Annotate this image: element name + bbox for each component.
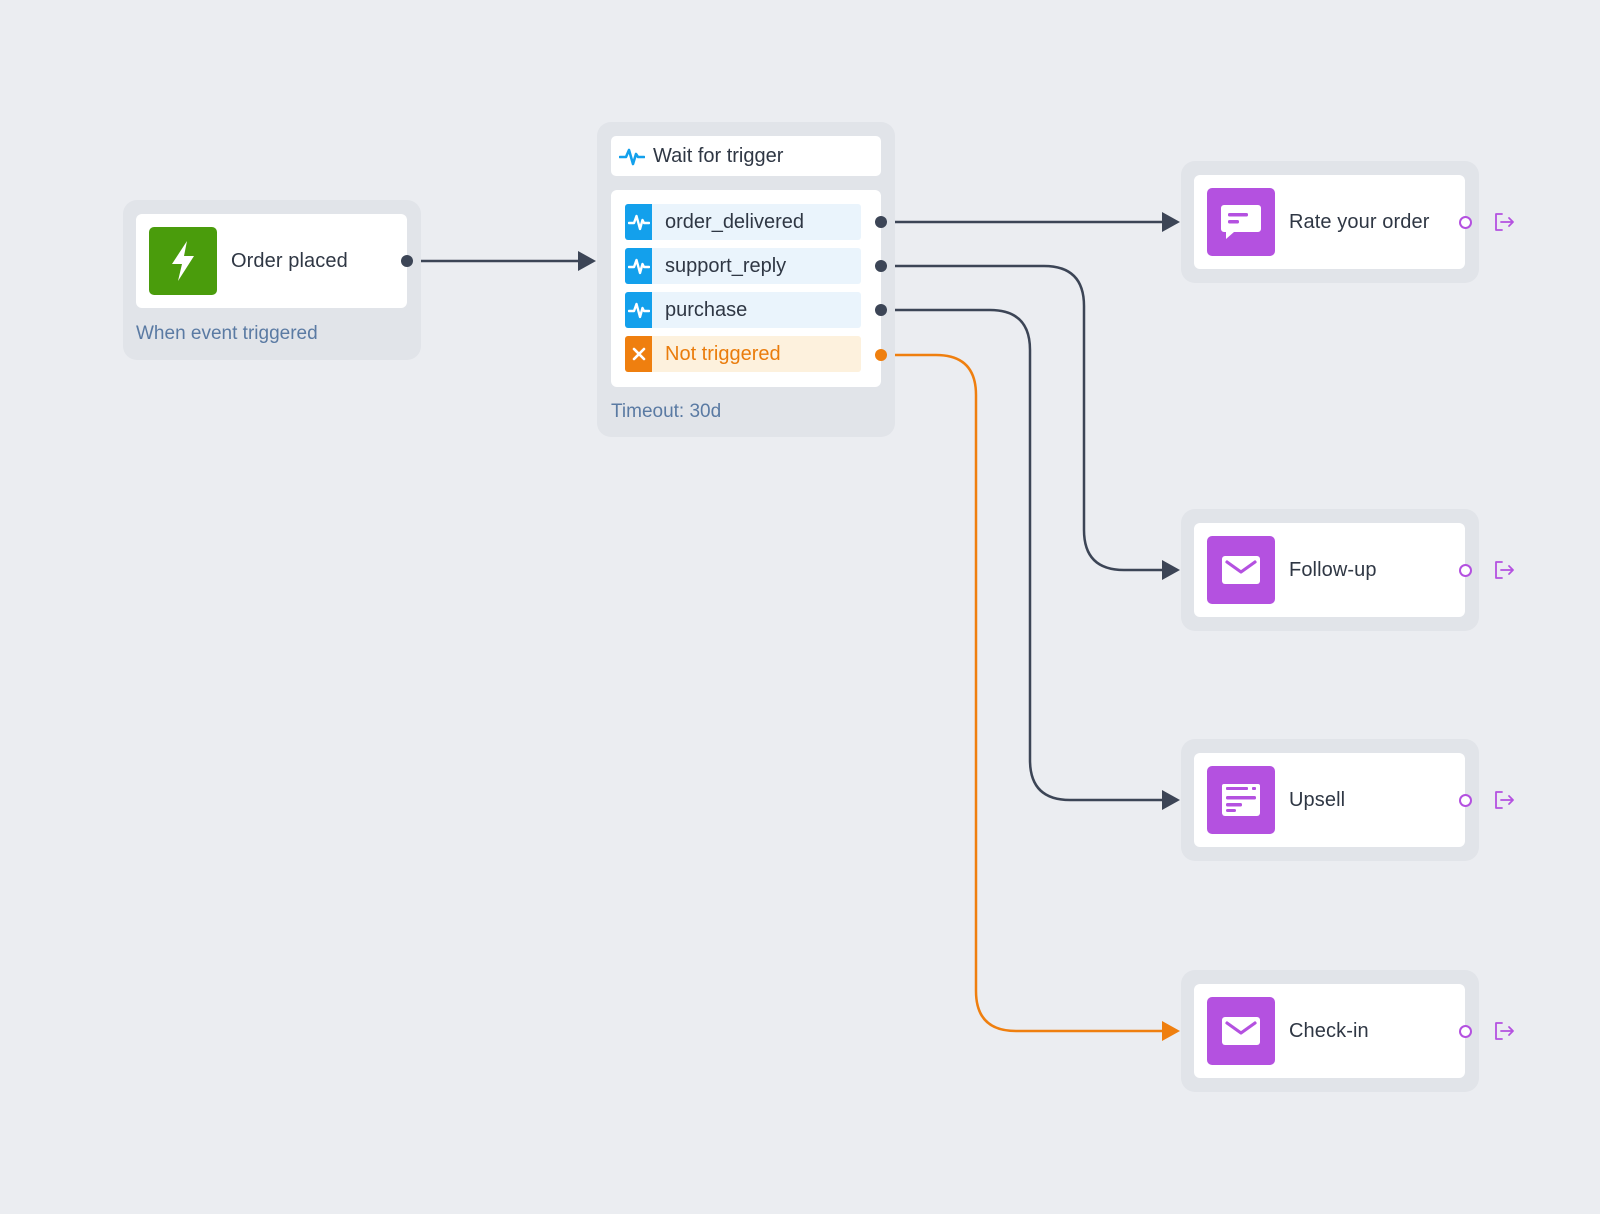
lightning-bolt-icon — [149, 227, 217, 295]
close-icon — [625, 336, 652, 372]
not-triggered-output-port[interactable] — [875, 349, 887, 361]
edge-not-triggered-to-check-in[interactable] — [893, 353, 1164, 1033]
exit-arrow-icon[interactable] — [1493, 211, 1515, 233]
pulse-icon — [625, 204, 652, 240]
branch-order-delivered[interactable]: order_delivered — [625, 204, 861, 240]
branch-label: purchase — [665, 298, 748, 321]
exit-arrow-icon[interactable] — [1493, 559, 1515, 581]
branch-label: order_delivered — [665, 210, 804, 233]
action-card[interactable]: Upsell — [1194, 753, 1465, 847]
follow-up-output-port[interactable] — [1459, 564, 1472, 577]
action-title: Upsell — [1289, 788, 1346, 811]
web-page-icon — [1207, 766, 1275, 834]
branch-support-reply[interactable]: support_reply — [625, 248, 861, 284]
edge-support-reply-to-follow-up[interactable] — [893, 264, 1164, 572]
pulse-icon — [625, 292, 652, 328]
pulse-icon — [619, 144, 645, 168]
action-title: Check-in — [1289, 1019, 1369, 1042]
trigger-card[interactable]: Order placed — [136, 214, 407, 308]
envelope-icon — [1207, 536, 1275, 604]
branch-purchase[interactable]: purchase — [625, 292, 861, 328]
trigger-caption: When event triggered — [136, 323, 318, 344]
exit-arrow-icon[interactable] — [1493, 789, 1515, 811]
exit-arrow-icon[interactable] — [1493, 1020, 1515, 1042]
wait-timeout-caption: Timeout: 30d — [611, 401, 722, 422]
action-card[interactable]: Rate your order — [1194, 175, 1465, 269]
upsell-output-port[interactable] — [1459, 794, 1472, 807]
branch-label: Not triggered — [665, 342, 781, 365]
pulse-icon — [625, 248, 652, 284]
action-title: Rate your order — [1289, 210, 1430, 233]
envelope-icon — [1207, 997, 1275, 1065]
branch-label: support_reply — [665, 254, 787, 277]
wait-node-header[interactable]: Wait for trigger — [611, 136, 881, 176]
trigger-title: Order placed — [231, 249, 348, 272]
trigger-output-port[interactable] — [401, 255, 413, 267]
wait-branch-list: order_delivered support_reply purchase N… — [611, 190, 881, 387]
action-card[interactable]: Follow-up — [1194, 523, 1465, 617]
edge-purchase-to-upsell[interactable] — [893, 308, 1164, 802]
rate-your-order-output-port[interactable] — [1459, 216, 1472, 229]
order-delivered-output-port[interactable] — [875, 216, 887, 228]
action-card[interactable]: Check-in — [1194, 984, 1465, 1078]
support-reply-output-port[interactable] — [875, 260, 887, 272]
chat-message-icon — [1207, 188, 1275, 256]
action-title: Follow-up — [1289, 558, 1377, 581]
branch-not-triggered[interactable]: Not triggered — [625, 336, 861, 372]
purchase-output-port[interactable] — [875, 304, 887, 316]
check-in-output-port[interactable] — [1459, 1025, 1472, 1038]
wait-node-title: Wait for trigger — [653, 144, 784, 167]
